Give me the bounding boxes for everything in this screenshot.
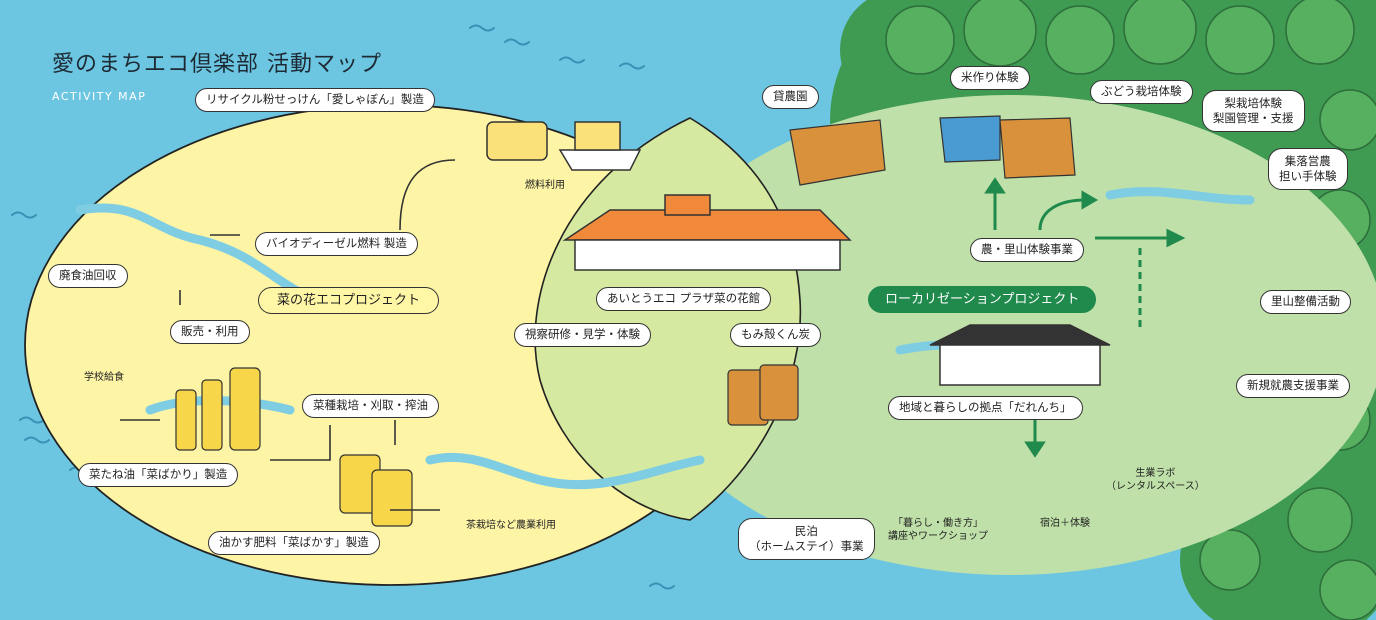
label-rice: 米作り体験: [950, 66, 1030, 90]
page-title: 愛のまちエコ倶楽部 活動マップ: [52, 52, 382, 77]
fields: [789, 115, 1076, 186]
label-rental-farm: 貸農園: [762, 85, 819, 109]
base-building: [929, 324, 1111, 386]
label-community-farm: 集落営農 担い手体験: [1268, 148, 1348, 190]
label-grape: ぶどう栽培体験: [1090, 80, 1193, 104]
label-new-farmer: 新規就農支援事業: [1236, 374, 1350, 398]
label-charcoal: もみ殻くん炭: [730, 323, 821, 347]
label-pear: 梨栽培体験 梨園管理・支援: [1202, 90, 1305, 132]
process-arrows: [120, 159, 456, 511]
label-fuel-use: 燃料利用: [525, 180, 565, 191]
label-satoyama-maint: 里山整備活動: [1260, 290, 1351, 314]
label-lodging: 宿泊＋体験: [1040, 518, 1090, 529]
label-homestay: 民泊 （ホームステイ）事業: [738, 518, 875, 560]
eco-plaza-building: [562, 194, 852, 271]
label-fertilizer: 油かす肥料「菜ばかす」製造: [208, 531, 380, 555]
rapeseed-project-label: 菜の花エコプロジェクト: [258, 287, 440, 314]
label-base: 地域と暮らしの拠点「だれんち」: [888, 396, 1083, 420]
oil-bottles: [175, 367, 413, 527]
page-subtitle: ACTIVITY MAP: [52, 90, 147, 103]
label-sales: 販売・利用: [170, 320, 250, 344]
label-soap: リサイクル粉せっけん「愛しゃぼん」製造: [195, 88, 435, 112]
label-oil-collection: 廃食油回収: [48, 264, 128, 288]
label-facility: あいとうエコ プラザ菜の花館: [596, 287, 772, 311]
label-tea: 茶栽培など農業利用: [466, 520, 556, 531]
label-workshop: 「暮らし・働き方」 講座やワークショップ: [888, 518, 988, 542]
flow-arrows: [984, 177, 1186, 458]
label-study-tour: 視察研修・見学・体験: [514, 323, 651, 347]
label-lab: 生業ラボ （レンタルスペース）: [1106, 468, 1205, 492]
label-biodiesel: バイオディーゼル燃料 製造: [255, 232, 418, 256]
rivers: [75, 187, 1255, 490]
label-cultivation: 菜種栽培・刈取・搾油: [302, 394, 439, 418]
label-satoyama-exp: 農・里山体験事業: [970, 238, 1084, 262]
label-oil-product: 菜たね油「菜ばかり」製造: [78, 463, 239, 487]
vehicles: [486, 121, 642, 171]
label-school-lunch: 学校給食: [84, 372, 124, 383]
charcoal-bags: [727, 364, 799, 426]
localization-project-label: ローカリゼーションプロジェクト: [868, 286, 1097, 313]
